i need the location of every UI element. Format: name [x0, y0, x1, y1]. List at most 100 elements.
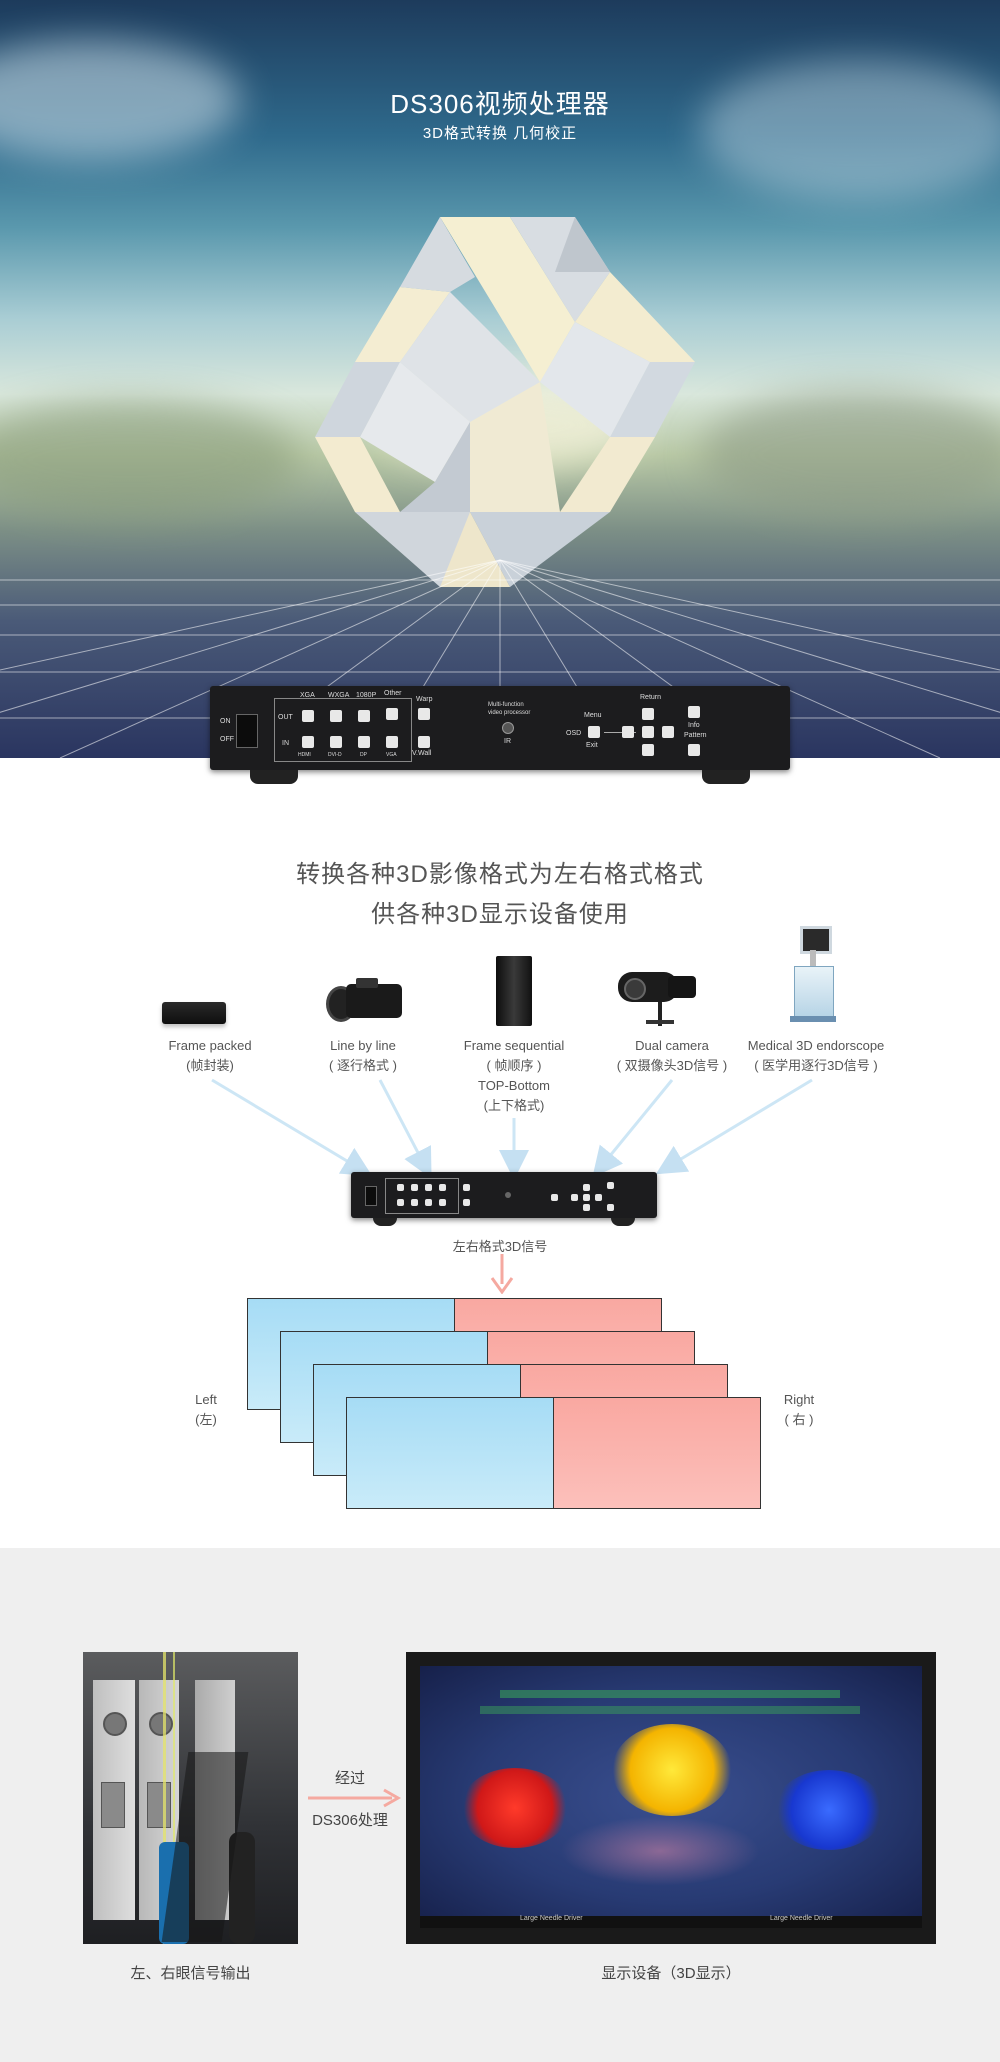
out-other-button[interactable] — [386, 708, 398, 720]
info-button[interactable] — [688, 706, 700, 718]
output-signal-label: 左右格式3D信号 — [452, 1239, 548, 1254]
small-button — [463, 1199, 470, 1206]
device-brand-label-2: video processor — [488, 710, 531, 716]
process-label-1: 经过 — [334, 1770, 365, 1787]
device-vwall-label: V.Wall — [412, 750, 432, 757]
process-label-2: DS306处理 — [312, 1812, 388, 1829]
left-label-cn: (左) — [195, 1412, 217, 1427]
small-button — [425, 1199, 432, 1206]
hero-banner: DS306视频处理器 3D格式转换 几何校正 — [0, 0, 1000, 758]
medical-cart-icon — [790, 926, 836, 1026]
section-heading-1: 转换各种3D影像格式为左右格式格式 — [296, 861, 704, 888]
small-power-switch — [365, 1186, 377, 1206]
nav-left-button[interactable] — [622, 726, 634, 738]
device-warp-label: Warp — [416, 696, 433, 703]
sbs-frame-4 — [346, 1397, 761, 1509]
hero-subtitle: 3D格式转换 几何校正 — [422, 125, 578, 142]
nav-right-button[interactable] — [662, 726, 674, 738]
dual-camera-icon — [618, 966, 702, 1026]
perspective-grid-icon — [0, 559, 1000, 758]
device-return-label: Return — [640, 694, 662, 701]
osd-line — [604, 732, 636, 733]
device-on-label: ON — [220, 718, 231, 725]
source-name: Frame sequential — [463, 1038, 565, 1053]
source-caption-medical-endoscope: Medical 3D endorscope ( 医学用逐行3D信号 ) — [726, 1036, 906, 1076]
small-button — [583, 1204, 590, 1211]
display-screen: Large Needle Driver Large Needle Driver — [420, 1666, 922, 1928]
device-brand-label: Multi-function — [488, 702, 524, 708]
small-button — [463, 1184, 470, 1191]
source-caption-frame-packed: Frame packed (帧封装) — [130, 1036, 290, 1076]
nav-ok-button[interactable] — [642, 726, 654, 738]
blu-ray-player-icon — [162, 1002, 226, 1024]
small-button — [571, 1194, 578, 1201]
device-out-label-xga: XGA — [300, 692, 315, 699]
device-in-label-dvid: DVI-D — [328, 752, 342, 758]
impossible-triangle-logo-icon — [315, 217, 695, 587]
device-in-label-dp: DP — [360, 752, 367, 758]
left-label: Left (左) — [186, 1390, 226, 1430]
vwall-button[interactable] — [418, 736, 430, 748]
out-wxga-button[interactable] — [330, 710, 342, 722]
ir-sensor — [502, 722, 514, 734]
device-osd-label: OSD — [566, 730, 582, 737]
source-caption-frame-sequential: Frame sequential ( 帧顺序 ) TOP-Bottom (上下格… — [434, 1036, 594, 1116]
source-name: Dual camera — [635, 1038, 709, 1053]
source-caption-dual-camera: Dual camera ( 双摄像头3D信号 ) — [592, 1036, 752, 1076]
out-xga-button[interactable] — [302, 710, 314, 722]
pattern-button[interactable] — [688, 744, 700, 756]
screen-label-right: Large Needle Driver — [770, 1915, 833, 1922]
warp-button[interactable] — [418, 708, 430, 720]
left-photo-caption: 左、右眼信号输出 — [130, 1965, 251, 1982]
down-arrow-icon — [490, 1254, 514, 1294]
3d-display-photo: Large Needle Driver Large Needle Driver — [406, 1652, 936, 1944]
device-exit-label: Exit — [586, 742, 598, 749]
source-name: Frame packed — [168, 1038, 252, 1053]
source-caption-line-by-line: Line by line ( 逐行格式 ) — [283, 1036, 443, 1076]
out-panel — [274, 698, 412, 762]
in-dp-button[interactable] — [358, 736, 370, 748]
nav-up-button[interactable] — [642, 708, 654, 720]
camcorder-icon — [326, 978, 404, 1024]
right-label-cn: ( 右 ) — [784, 1412, 814, 1427]
small-button — [411, 1199, 418, 1206]
nav-down-button[interactable] — [642, 744, 654, 756]
source-name: Medical 3D endorscope — [747, 1038, 885, 1053]
device-pattern-label: Pattern — [684, 732, 707, 739]
device-out-label: OUT — [278, 714, 293, 721]
small-button — [439, 1199, 446, 1206]
small-button — [595, 1194, 602, 1201]
device-menu-label: Menu — [584, 712, 602, 719]
source-name-cn: ( 医学用逐行3D信号 ) — [754, 1058, 878, 1073]
small-button — [551, 1194, 558, 1201]
process-label: 经过 DS306处理 — [300, 1768, 400, 1832]
device-out-label-other: Other — [384, 690, 402, 697]
pc-tower-icon — [496, 956, 532, 1026]
ds306-device-front: ON OFF XGA WXGA 1080P Other OUT IN HDMI … — [210, 686, 790, 784]
right-arrow-icon — [308, 1788, 402, 1808]
in-hdmi-button[interactable] — [302, 736, 314, 748]
right-label: Right ( 右 ) — [776, 1390, 822, 1430]
device-in-label: IN — [282, 740, 289, 747]
hero-title: DS306视频处理器 — [390, 89, 610, 119]
source-name-alt-cn: (上下格式) — [483, 1098, 545, 1113]
small-button — [411, 1184, 418, 1191]
in-vga-button[interactable] — [386, 736, 398, 748]
source-arrows-icon — [211, 1078, 813, 1180]
menu-exit-button[interactable] — [588, 726, 600, 738]
left-label-en: Left — [195, 1392, 217, 1407]
power-switch[interactable] — [236, 714, 258, 748]
in-dvid-button[interactable] — [330, 736, 342, 748]
source-name-cn: ( 帧顺序 ) — [486, 1058, 542, 1073]
device-ir-label: IR — [504, 738, 511, 745]
source-name-cn: (帧封装) — [186, 1058, 234, 1073]
right-label-en: Right — [783, 1392, 815, 1407]
out-1080p-button[interactable] — [358, 710, 370, 722]
small-button-panel — [385, 1178, 459, 1214]
signal-output-photo — [83, 1652, 298, 1944]
small-button — [583, 1184, 590, 1191]
device-off-label: OFF — [220, 736, 234, 743]
small-button — [607, 1182, 614, 1189]
source-name-cn: ( 逐行格式 ) — [329, 1058, 397, 1073]
